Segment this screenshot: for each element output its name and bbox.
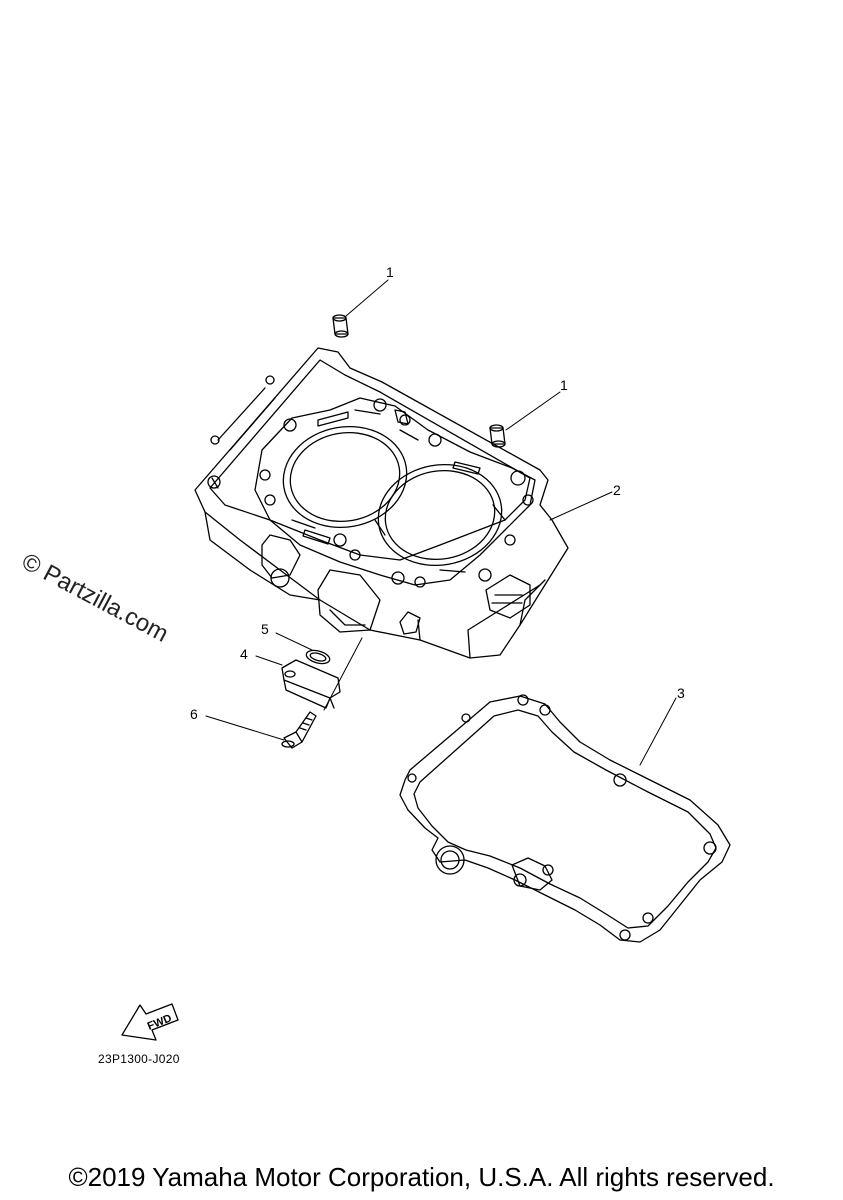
dowel-pin-right [489, 424, 506, 448]
cylinder-gasket [399, 694, 731, 943]
diagram-part-code: 23P1300-J020 [98, 1052, 180, 1066]
callout-number: 5 [261, 621, 269, 637]
joint-bracket [281, 659, 341, 709]
dowel-pin-left [332, 314, 349, 338]
o-ring [305, 649, 331, 665]
callout-number: 3 [677, 685, 685, 701]
callout-number: 6 [190, 706, 198, 722]
callout-number: 1 [560, 377, 568, 393]
callout-number: 2 [613, 482, 621, 498]
fwd-arrow-label: FWD [146, 1012, 174, 1033]
callout-number: 1 [386, 264, 394, 280]
copyright-notice: ©2019 Yamaha Motor Corporation, U.S.A. A… [68, 1162, 775, 1192]
callout-number: 4 [240, 646, 248, 662]
leader-lines [205, 279, 677, 766]
cylinder-block [194, 347, 569, 659]
flange-bolt [281, 711, 317, 749]
forward-direction-arrow [121, 1003, 179, 1041]
